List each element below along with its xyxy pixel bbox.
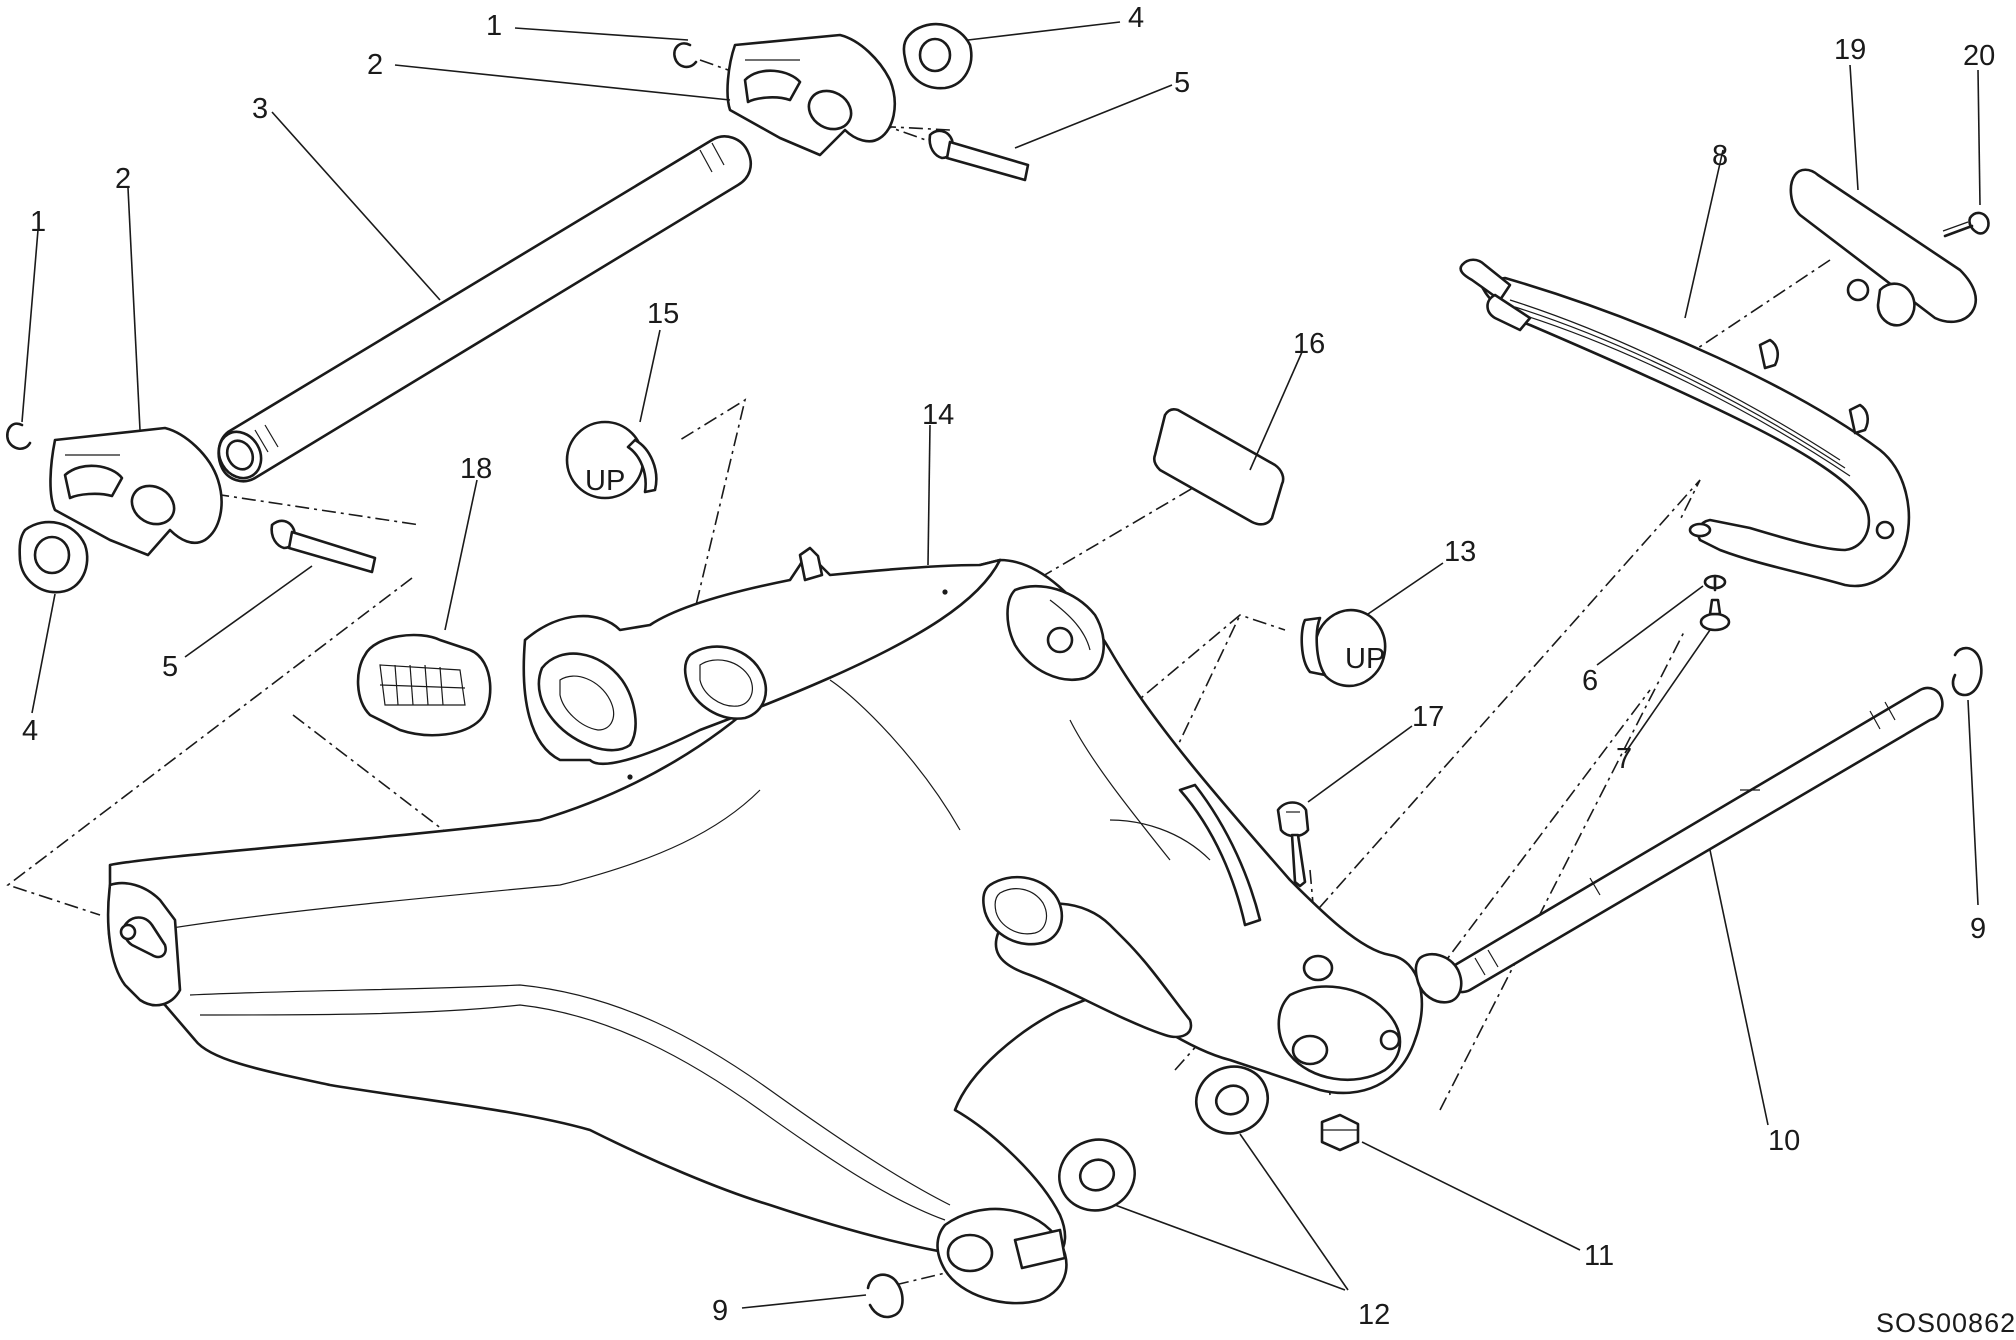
screw-20 — [1942, 211, 1990, 238]
top-adjuster-plate-2 — [726, 33, 897, 157]
washer-6 — [1703, 574, 1727, 592]
circlip-9-bottom — [866, 1273, 904, 1319]
callout-8: 8 — [1712, 140, 1728, 172]
chain-guard-cover — [1789, 168, 1977, 327]
cap-15: UP — [565, 420, 658, 500]
top-bolt-5 — [928, 129, 1030, 182]
pivot-spindle — [1414, 686, 1944, 1004]
chain-guard — [1459, 258, 1911, 588]
cap-13: UP — [1300, 608, 1387, 688]
callout-9-bottom: 9 — [712, 1295, 728, 1327]
callout-19: 19 — [1834, 34, 1866, 66]
left-nut-4 — [18, 520, 89, 594]
callout-3: 3 — [252, 93, 268, 125]
cap-15-up-label: UP — [585, 465, 625, 497]
drawing-code: SOS00862 — [1876, 1308, 2016, 1338]
callout-20: 20 — [1963, 40, 1995, 72]
callout-5-top: 5 — [1174, 67, 1190, 99]
top-circlip-1 — [673, 42, 698, 69]
callout-14: 14 — [922, 399, 954, 431]
callout-4-left: 4 — [22, 715, 38, 747]
callout-9-right: 9 — [1970, 913, 1986, 945]
callout-1-left: 1 — [30, 206, 46, 238]
callout-17: 17 — [1412, 701, 1444, 733]
left-circlip-1 — [6, 422, 32, 450]
callout-5-left: 5 — [162, 651, 178, 683]
callout-4-top: 4 — [1128, 2, 1144, 34]
swingarm — [106, 546, 1424, 1305]
top-nut-4 — [902, 22, 973, 90]
callout-1-top: 1 — [486, 10, 502, 42]
plate-16 — [1152, 407, 1285, 526]
callout-10: 10 — [1768, 1125, 1800, 1157]
screw-7 — [1699, 598, 1731, 632]
cap-13-up-label: UP — [1345, 643, 1385, 675]
nut-11 — [1320, 1113, 1360, 1152]
grommet-18 — [356, 633, 492, 737]
screw-17 — [1276, 801, 1310, 888]
left-bolt-5 — [270, 519, 377, 574]
callout-13: 13 — [1444, 536, 1476, 568]
left-adjuster-plate-2 — [49, 426, 223, 557]
callout-18: 18 — [460, 453, 492, 485]
callout-2-top: 2 — [367, 49, 383, 81]
circlip-9-right — [1951, 646, 1983, 697]
callout-11: 11 — [1584, 1240, 1614, 1272]
callout-2-left: 2 — [115, 163, 131, 195]
callout-labels: 1 2 3 4 5 1 2 4 5 6 7 8 9 9 10 11 12 13 … — [22, 2, 1995, 1331]
callout-16: 16 — [1293, 328, 1325, 360]
callout-12: 12 — [1358, 1299, 1390, 1331]
axle-tube-3 — [217, 135, 752, 483]
callout-7: 7 — [1616, 743, 1632, 775]
washers-12 — [1058, 1065, 1269, 1212]
callout-15: 15 — [647, 298, 679, 330]
callout-6: 6 — [1582, 665, 1598, 697]
leader-lines — [21, 21, 1981, 1309]
